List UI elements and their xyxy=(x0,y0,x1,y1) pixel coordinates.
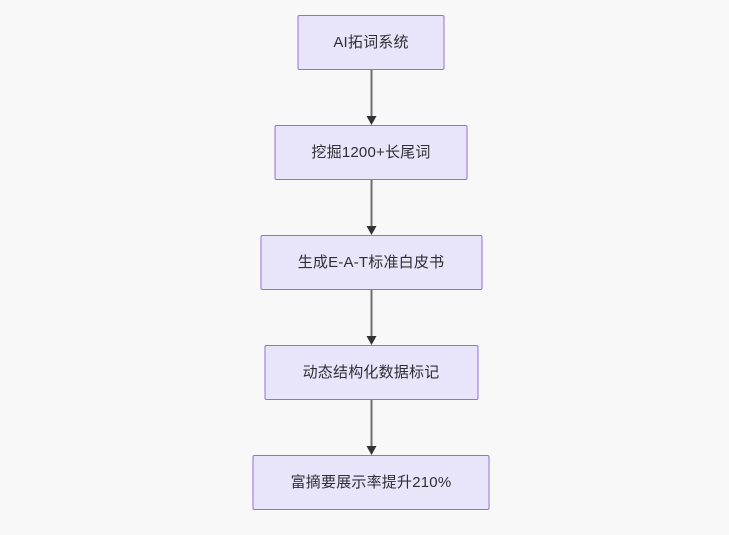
edge-line xyxy=(370,290,372,336)
flow-node-label: 富摘要展示率提升210% xyxy=(290,474,452,491)
flow-edge-n2-n3 xyxy=(365,180,377,235)
flow-node-ai-keyword-system[interactable]: AI拓词系统 xyxy=(297,15,445,70)
flow-node-mine-longtail-keywords[interactable]: 挖掘1200+长尾词 xyxy=(274,125,468,180)
arrow-down-icon xyxy=(366,336,376,345)
flow-node-generate-eat-whitepaper[interactable]: 生成E-A-T标准白皮书 xyxy=(260,235,482,290)
edge-line xyxy=(370,400,372,446)
edge-line xyxy=(370,70,372,116)
flow-node-dynamic-structured-data-markup[interactable]: 动态结构化数据标记 xyxy=(264,345,478,400)
flow-node-rich-snippet-impression-uplift[interactable]: 富摘要展示率提升210% xyxy=(252,455,490,510)
flow-node-label: 动态结构化数据标记 xyxy=(302,364,440,381)
arrow-down-icon xyxy=(366,116,376,125)
flow-node-label: 挖掘1200+长尾词 xyxy=(311,144,431,161)
flow-edge-n3-n4 xyxy=(365,290,377,345)
arrow-down-icon xyxy=(366,446,376,455)
flow-edge-n1-n2 xyxy=(365,70,377,125)
arrow-down-icon xyxy=(366,226,376,235)
edge-line xyxy=(370,180,372,226)
flowchart-nodes-container: AI拓词系统 挖掘1200+长尾词 生成E-A-T标准白皮书 动 xyxy=(252,15,490,510)
flow-node-label: AI拓词系统 xyxy=(333,34,409,51)
flow-edge-n4-n5 xyxy=(365,400,377,455)
flow-node-label: 生成E-A-T标准白皮书 xyxy=(297,254,445,271)
